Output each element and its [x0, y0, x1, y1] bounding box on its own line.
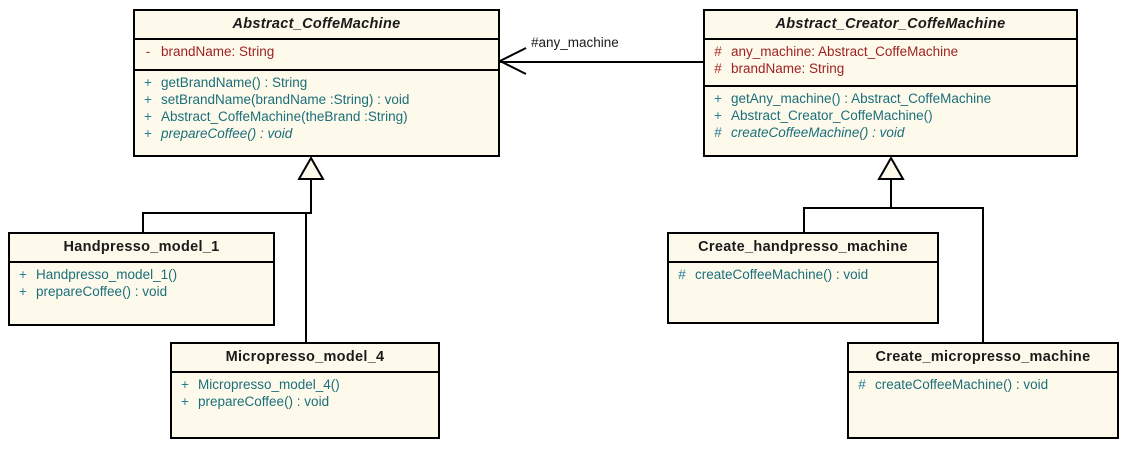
association-line-any-machine [500, 61, 704, 63]
operation-label: setBrandName(brandName :String) : void [161, 92, 410, 107]
class-create-micropresso-machine[interactable]: Create_micropresso_machine # createCoffe… [847, 342, 1119, 439]
operation-row: + setBrandName(brandName :String) : void [135, 91, 498, 108]
operation-label: createCoffeeMachine() : void [695, 267, 869, 282]
visibility-marker: + [19, 284, 27, 299]
operation-label: Handpresso_model_1() [36, 267, 178, 282]
operations-compartment-abstract-coffemachine: + getBrandName() : String + setBrandName… [135, 69, 498, 155]
operation-row: # createCoffeeMachine() : void [849, 376, 1117, 393]
generalization-drop-micropresso [305, 212, 307, 343]
generalization-drop-create-micropresso [982, 207, 984, 343]
generalization-stem-right [890, 178, 892, 209]
class-name-create-micropresso-machine: Create_micropresso_machine [875, 349, 1091, 365]
attributes-compartment-abstract-coffemachine: - brandName: String [135, 38, 498, 69]
visibility-marker: + [181, 377, 189, 392]
operation-label: prepareCoffee() : void [161, 126, 293, 141]
class-abstract-coffemachine[interactable]: Abstract_CoffeMachine - brandName: Strin… [133, 9, 500, 157]
operation-label: Abstract_Creator_CoffeMachine() [731, 108, 933, 123]
operation-row: + Abstract_Creator_CoffeMachine() [705, 107, 1076, 124]
operation-row: + prepareCoffee() : void [135, 125, 498, 142]
attribute-label: any_machine: Abstract_CoffeMachine [731, 44, 959, 59]
operation-label: Abstract_CoffeMachine(theBrand :String) [161, 109, 408, 124]
class-create-handpresso-machine[interactable]: Create_handpresso_machine # createCoffee… [667, 232, 939, 324]
visibility-marker: + [714, 108, 722, 123]
visibility-marker: # [714, 44, 722, 59]
class-micropresso-model-4[interactable]: Micropresso_model_4 + Micropresso_model_… [170, 342, 440, 439]
visibility-marker: + [714, 91, 722, 106]
visibility-marker: + [19, 267, 27, 282]
visibility-marker: + [181, 394, 189, 409]
attributes-compartment-abstract-creator-coffemachine: # any_machine: Abstract_CoffeMachine # b… [705, 38, 1076, 85]
operation-row: + getBrandName() : String [135, 74, 498, 91]
association-open-arrowhead [497, 47, 527, 75]
attribute-label: brandName: String [731, 61, 845, 76]
operation-label: prepareCoffee() : void [36, 284, 168, 299]
operations-compartment-handpresso-model-1: + Handpresso_model_1() + prepareCoffee()… [10, 261, 273, 324]
attribute-row: - brandName: String [135, 43, 498, 60]
visibility-marker: - [145, 44, 151, 59]
visibility-marker: + [144, 109, 152, 124]
visibility-marker: + [144, 92, 152, 107]
class-handpresso-model-1[interactable]: Handpresso_model_1 + Handpresso_model_1(… [8, 232, 275, 326]
operation-row: # createCoffeeMachine() : void [705, 124, 1076, 141]
generalization-drop-create-handpresso [803, 207, 805, 233]
operation-label: createCoffeeMachine() : void [875, 377, 1049, 392]
class-name-create-handpresso-machine: Create_handpresso_machine [698, 239, 908, 255]
visibility-marker: + [144, 75, 152, 90]
generalization-stem-left [310, 178, 312, 214]
visibility-marker: # [678, 267, 686, 282]
class-name-micropresso-model-4: Micropresso_model_4 [225, 349, 385, 365]
operation-row: + Micropresso_model_4() [172, 376, 438, 393]
class-abstract-creator-coffemachine[interactable]: Abstract_Creator_CoffeMachine # any_mach… [703, 9, 1078, 157]
operation-row: + prepareCoffee() : void [172, 393, 438, 410]
association-label-any-machine: #any_machine [531, 35, 619, 50]
operations-compartment-micropresso-model-4: + Micropresso_model_4() + prepareCoffee(… [172, 371, 438, 437]
operation-label: createCoffeeMachine() : void [731, 125, 905, 140]
operation-label: Micropresso_model_4() [198, 377, 340, 392]
operation-label: prepareCoffee() : void [198, 394, 330, 409]
attribute-label: brandName: String [161, 44, 275, 59]
generalization-bar-right [803, 207, 984, 209]
class-name-handpresso-model-1: Handpresso_model_1 [63, 239, 220, 255]
attribute-row: # brandName: String [705, 60, 1076, 77]
operation-label: getAny_machine() : Abstract_CoffeMachine [731, 91, 992, 106]
operation-row: # createCoffeeMachine() : void [669, 266, 937, 283]
attribute-row: # any_machine: Abstract_CoffeMachine [705, 43, 1076, 60]
class-name-abstract-creator-coffemachine: Abstract_Creator_CoffeMachine [775, 16, 1006, 32]
visibility-marker: + [144, 126, 152, 141]
class-name-abstract-coffemachine: Abstract_CoffeMachine [232, 16, 401, 32]
operation-row: + Abstract_CoffeMachine(theBrand :String… [135, 108, 498, 125]
generalization-drop-handpresso [142, 212, 144, 233]
operations-compartment-abstract-creator-coffemachine: + getAny_machine() : Abstract_CoffeMachi… [705, 85, 1076, 155]
visibility-marker: # [714, 125, 722, 140]
generalization-bar-left [142, 212, 312, 214]
operation-row: + getAny_machine() : Abstract_CoffeMachi… [705, 90, 1076, 107]
operations-compartment-create-handpresso-machine: # createCoffeeMachine() : void [669, 261, 937, 322]
operation-label: getBrandName() : String [161, 75, 308, 90]
visibility-marker: # [714, 61, 722, 76]
visibility-marker: # [858, 377, 866, 392]
operation-row: + Handpresso_model_1() [10, 266, 273, 283]
operations-compartment-create-micropresso-machine: # createCoffeeMachine() : void [849, 371, 1117, 437]
operation-row: + prepareCoffee() : void [10, 283, 273, 300]
